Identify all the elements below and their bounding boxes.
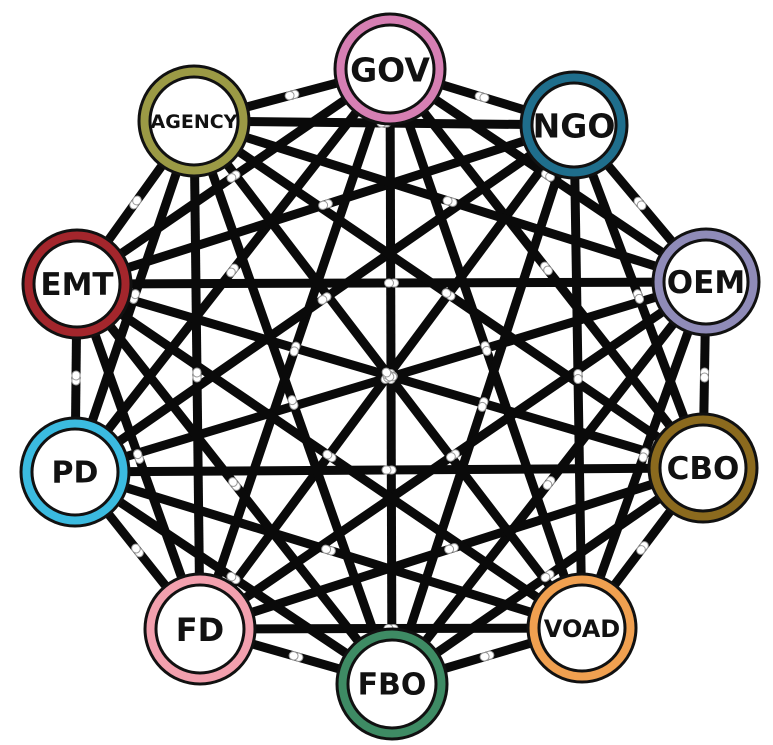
node-agency-center — [148, 75, 240, 167]
node-cbo-center — [658, 423, 748, 513]
node-agency: AGENCY — [137, 64, 251, 178]
chain-link-icon — [381, 465, 397, 475]
chain-link-icon — [226, 571, 241, 585]
node-fbo-center — [346, 638, 438, 730]
node-label-gov: GOV — [350, 51, 430, 90]
node-gov-center — [344, 23, 436, 115]
chain-link-icon — [226, 263, 239, 278]
node-label-pd: PD — [52, 456, 99, 491]
chain-link-icon — [699, 367, 710, 383]
chain-link-icon — [321, 544, 336, 556]
node-oem-center — [662, 238, 750, 326]
chain-link-icon — [228, 477, 241, 491]
chain-link-icon — [284, 89, 300, 101]
node-pd-center — [30, 427, 120, 517]
chain-link-icon — [131, 543, 144, 558]
chain-link-icon — [474, 91, 490, 103]
node-oem: OEM — [651, 227, 761, 337]
chain-link-icon — [287, 395, 299, 410]
chain-link-icon — [381, 367, 395, 382]
node-ngo-center — [530, 81, 618, 169]
node-fbo: FBO — [335, 627, 449, 741]
node-label-agency: AGENCY — [151, 111, 238, 133]
node-label-ngo: NGO — [533, 107, 616, 146]
chain-link-icon — [318, 199, 333, 210]
node-label-cbo: CBO — [667, 451, 740, 487]
node-gov: GOV — [333, 12, 447, 126]
chain-link-icon — [540, 569, 555, 583]
node-label-fd: FD — [176, 611, 224, 649]
chain-link-icon — [444, 543, 459, 554]
chain-link-icon — [441, 288, 456, 301]
node-fd: FD — [143, 572, 257, 686]
node-label-emt: EMT — [40, 267, 113, 303]
chain-link-icon — [317, 292, 332, 305]
chain-link-icon — [633, 196, 647, 211]
chain-link-icon — [442, 196, 458, 207]
node-voad-center — [537, 583, 627, 673]
chain-link-icon — [542, 476, 556, 490]
node-label-fbo: FBO — [358, 668, 427, 703]
chain-link-icon — [129, 195, 142, 210]
node-fd-center — [154, 583, 246, 675]
chain-link-icon — [322, 449, 337, 463]
chain-link-icon — [480, 341, 492, 356]
node-emt: EMT — [21, 228, 133, 340]
chain-link-icon — [540, 261, 553, 276]
node-label-oem: OEM — [667, 265, 745, 301]
chain-link-icon — [71, 370, 81, 386]
node-voad: VOAD — [526, 572, 638, 684]
node-pd: PD — [19, 416, 131, 528]
chain-link-icon — [638, 447, 650, 463]
chain-link-icon — [632, 289, 645, 304]
node-cbo: CBO — [647, 412, 759, 524]
node-emt-center — [32, 239, 122, 329]
chain-link-icon — [636, 541, 649, 555]
chain-link-icon — [226, 170, 241, 183]
chain-link-icon — [477, 397, 489, 412]
chain-link-icon — [288, 651, 304, 662]
node-label-voad: VOAD — [544, 615, 620, 643]
chain-link-icon — [289, 341, 301, 357]
node-ngo: NGO — [519, 70, 629, 180]
chain-link-icon — [446, 449, 460, 462]
nodes-layer: GOV NGO OEM CBO VOAD FBO FD PD EMT AGENCY — [19, 12, 761, 741]
chain-link-icon — [573, 369, 583, 384]
chain-link-icon — [132, 449, 145, 464]
chain-link-icon — [479, 650, 495, 662]
chain-links-layer — [71, 89, 710, 662]
chain-link-icon — [192, 367, 202, 383]
chain-link-icon — [384, 278, 399, 288]
